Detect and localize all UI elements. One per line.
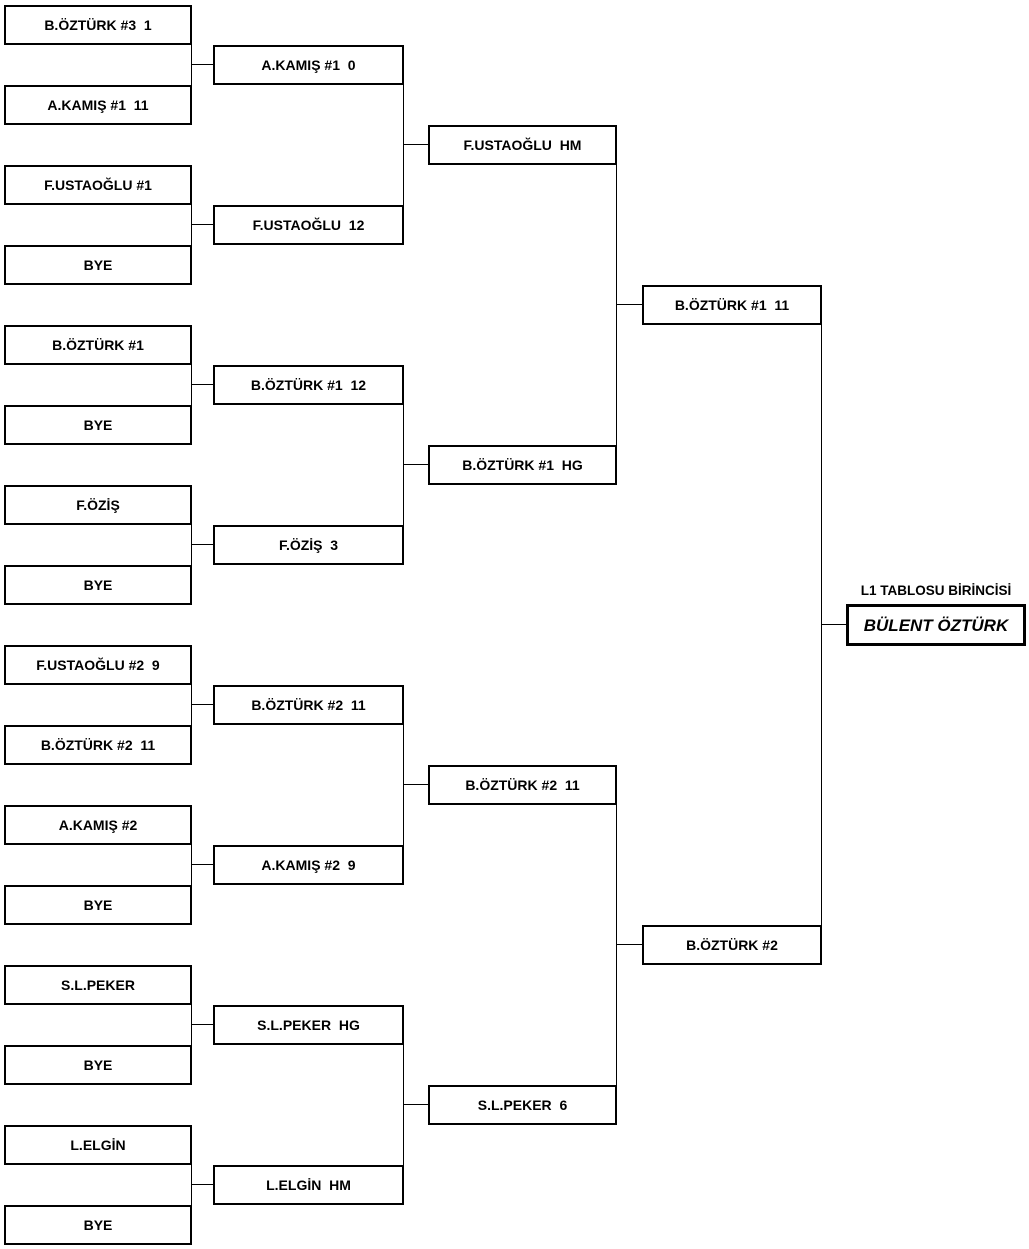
round3-slot-4: S.L.PEKER 6: [428, 1085, 617, 1125]
round3-slot-2: B.ÖZTÜRK #1 HG: [428, 445, 617, 485]
round1-slot-15: L.ELGİN: [4, 1125, 192, 1165]
round1-slot-12: BYE: [4, 885, 192, 925]
connector-r1-vline: [191, 525, 192, 565]
connector-r3-vline: [616, 785, 617, 1105]
connector-r3-hline: [616, 944, 642, 945]
connector-r1-hline: [191, 384, 213, 385]
round1-slot-5: B.ÖZTÜRK #1: [4, 325, 192, 365]
round2-slot-2: F.USTAOĞLU 12: [213, 205, 404, 245]
round1-slot-10: B.ÖZTÜRK #2 11: [4, 725, 192, 765]
round1-slot-8: BYE: [4, 565, 192, 605]
connector-r2-hline: [403, 464, 428, 465]
round3-slot-3: B.ÖZTÜRK #2 11: [428, 765, 617, 805]
connector-r1-hline: [191, 64, 213, 65]
connector-r1-hline: [191, 864, 213, 865]
connector-r1-vline: [191, 845, 192, 885]
connector-r1-vline: [191, 365, 192, 405]
connector-r1-vline: [191, 1165, 192, 1205]
round2-slot-3: B.ÖZTÜRK #1 12: [213, 365, 404, 405]
connector-r2-vline: [403, 385, 404, 545]
connector-r2-hline: [403, 144, 428, 145]
round1-slot-6: BYE: [4, 405, 192, 445]
connector-r1-vline: [191, 1005, 192, 1045]
round3-slot-1: F.USTAOĞLU HM: [428, 125, 617, 165]
champion-box: BÜLENT ÖZTÜRK: [846, 604, 1026, 646]
round1-slot-7: F.ÖZİŞ: [4, 485, 192, 525]
connector-r1-hline: [191, 1024, 213, 1025]
round2-slot-6: A.KAMIŞ #2 9: [213, 845, 404, 885]
connector-r2-vline: [403, 65, 404, 225]
connector-r1-vline: [191, 45, 192, 85]
connector-r3-hline: [616, 304, 642, 305]
round1-slot-3: F.USTAOĞLU #1: [4, 165, 192, 205]
round2-slot-7: S.L.PEKER HG: [213, 1005, 404, 1045]
connector-r1-hline: [191, 704, 213, 705]
round4-slot-1: B.ÖZTÜRK #1 11: [642, 285, 822, 325]
connector-r1-vline: [191, 205, 192, 245]
round1-slot-13: S.L.PEKER: [4, 965, 192, 1005]
round2-slot-4: F.ÖZİŞ 3: [213, 525, 404, 565]
round1-slot-11: A.KAMIŞ #2: [4, 805, 192, 845]
round2-slot-5: B.ÖZTÜRK #2 11: [213, 685, 404, 725]
round1-slot-2: A.KAMIŞ #1 11: [4, 85, 192, 125]
connector-r3-vline: [616, 145, 617, 465]
connector-r2-hline: [403, 784, 428, 785]
connector-r1-hline: [191, 224, 213, 225]
champion-caption: L1 TABLOSU BİRİNCİSİ: [860, 583, 1012, 598]
round2-slot-1: A.KAMIŞ #1 0: [213, 45, 404, 85]
connector-r1-vline: [191, 685, 192, 725]
round1-slot-9: F.USTAOĞLU #2 9: [4, 645, 192, 685]
connector-final-hline: [821, 624, 846, 625]
connector-r2-vline: [403, 1025, 404, 1185]
connector-final-vline: [821, 305, 822, 945]
connector-r1-hline: [191, 1184, 213, 1185]
round1-slot-16: BYE: [4, 1205, 192, 1245]
round1-slot-1: B.ÖZTÜRK #3 1: [4, 5, 192, 45]
round1-slot-14: BYE: [4, 1045, 192, 1085]
connector-r1-hline: [191, 544, 213, 545]
connector-r2-vline: [403, 705, 404, 865]
round4-slot-2: B.ÖZTÜRK #2: [642, 925, 822, 965]
round2-slot-8: L.ELGİN HM: [213, 1165, 404, 1205]
round1-slot-4: BYE: [4, 245, 192, 285]
connector-r2-hline: [403, 1104, 428, 1105]
